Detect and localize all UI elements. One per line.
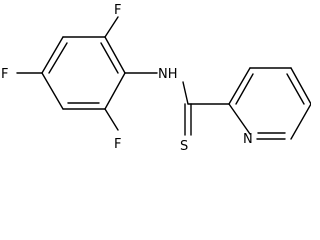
- bond: [41, 36, 64, 74]
- double-bond-inner: [286, 73, 305, 105]
- atom-label-fluorine-bottom: F: [114, 137, 121, 152]
- molecular-structure: F F F NH S N: [0, 0, 311, 155]
- double-bond-inner: [235, 73, 254, 105]
- bond: [290, 67, 311, 105]
- atom-label-fluorine-top: F: [114, 3, 121, 18]
- bond: [104, 72, 126, 110]
- trifluorophenyl-ring: [41, 36, 126, 110]
- atom-label-nitrogen-ring: N: [243, 132, 253, 147]
- bond: [228, 103, 251, 135]
- pyridine-ring: [228, 67, 311, 140]
- atom-label-fluorine-left: F: [1, 67, 8, 82]
- double-bond-inner: [48, 42, 68, 74]
- bond: [290, 103, 311, 140]
- canvas-background: [0, 0, 311, 155]
- bond: [228, 67, 251, 105]
- bond: [41, 72, 64, 110]
- double-bond-inner: [100, 42, 119, 74]
- bond-c-f-top: [104, 16, 119, 38]
- atom-label-sulfur: S: [180, 139, 188, 154]
- atom-label-nh: NH: [158, 67, 178, 82]
- bond: [104, 36, 126, 74]
- bond-c-f-bottom: [104, 108, 119, 131]
- bond-nh-c: [182, 81, 189, 105]
